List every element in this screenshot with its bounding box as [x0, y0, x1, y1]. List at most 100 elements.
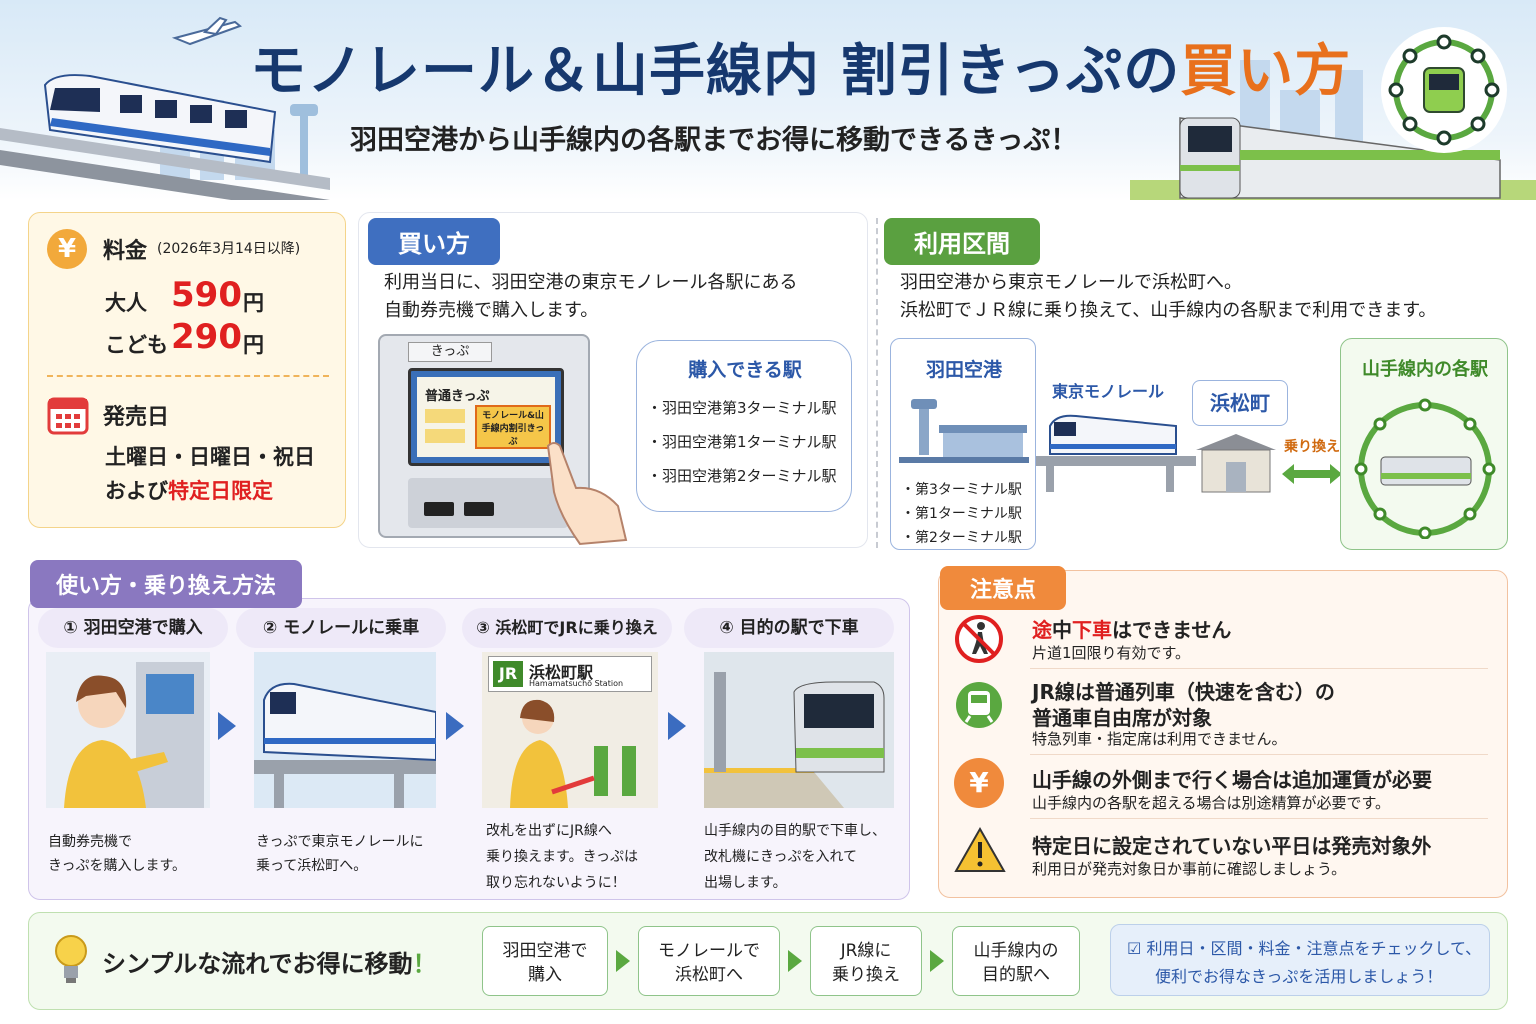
child-yen: 円	[243, 333, 264, 357]
child-price: 290	[171, 317, 242, 357]
adult-yen: 円	[243, 291, 264, 315]
screen-title: 普通きっぷ	[425, 389, 490, 404]
train-icon	[956, 682, 1002, 728]
yamanote-loop-icon	[1381, 27, 1507, 153]
area-tag: 利用区間	[884, 218, 1040, 265]
step-1-image	[46, 652, 210, 808]
hamamatsucho-label: 浜松町	[1192, 380, 1288, 426]
divider	[1030, 668, 1488, 669]
airplane-icon	[171, 16, 243, 46]
step-description: 山手線内の目的駅で下車し、改札機にきっぷを入れて出場します。	[704, 823, 886, 891]
adult-label: 大人	[105, 291, 147, 315]
step-description: 自動券売機できっぷを購入します。	[48, 834, 187, 874]
monorail-label: 東京モノレール	[1052, 382, 1165, 401]
step-arrow	[446, 712, 464, 740]
area-text-2: 浜松町でＪＲ線に乗り換えて、山手線内の各駅まで利用できます。	[900, 300, 1437, 321]
yamanote-loop-icon	[1354, 398, 1496, 539]
caution-title: 特定日に設定されていない平日は発売対象外	[1032, 834, 1432, 858]
page-subtitle: 羽田空港から山手線内の各駅までお得に移動できるきっぷ！	[350, 125, 1078, 156]
fare-label: 料金	[103, 239, 148, 264]
caution-title: 途中下車はできません	[1032, 618, 1232, 642]
caution-tag: 注意点	[940, 566, 1067, 610]
child-label: こども	[105, 333, 168, 357]
pointing-hand-icon	[546, 442, 628, 546]
caution-sub: 山手線内の各駅を超える場合は別途精算が必要です。	[1032, 794, 1391, 812]
step-arrow	[668, 712, 686, 740]
flow-step: JR線に乗り換え	[810, 926, 922, 996]
transfer-label: 乗り換え	[1284, 439, 1340, 455]
bill-slot[interactable]	[464, 502, 494, 516]
ticket-machine: きっぷ 普通きっぷ モノレール&山手線内割引きっぷ	[378, 334, 628, 546]
calendar-icon	[47, 397, 89, 435]
step-3-image: JR 浜松町駅 Hamamatsuchō Station	[482, 652, 658, 808]
caution-title-2: 普通車自由席が対象	[1032, 706, 1212, 730]
flow-step: モノレールで浜松町へ	[638, 926, 780, 996]
adult-price: 590	[171, 275, 242, 315]
station-item: ・羽田空港第2ターミナル駅	[647, 467, 837, 485]
flow-note: ☑ 利用日・区間・料金・注意点をチェックして、 便利でお得なきっぷを活用しましょ…	[1110, 924, 1490, 996]
step-description: 改札を出ずにJR線へ乗り換えます。きっぷは取り忘れないように！	[486, 823, 639, 891]
lightbulb-icon	[55, 935, 87, 983]
caution-sub: 利用日が発売対象日か事前に確認しましょう。	[1032, 860, 1347, 878]
sale-label: 発売日	[103, 405, 170, 430]
step-title: ③ 浜松町でJRに乗り換え	[462, 608, 672, 648]
flow-note-line-1: ☑ 利用日・区間・料金・注意点をチェックして、	[1127, 939, 1482, 958]
yen-icon: ¥	[47, 229, 87, 269]
sale-special: および特定日限定	[105, 479, 273, 503]
yen-icon: ¥	[954, 758, 1004, 808]
fare-card: ¥ 料金 (2026年3月14日以降) 大人 590 円 こども 290 円 発…	[28, 212, 346, 528]
caution-title: JR線は普通列車（快速を含む）の	[1032, 680, 1335, 704]
terminal-item: ・第2ターミナル駅	[901, 530, 1022, 546]
flow-arrow	[930, 950, 944, 972]
discount-ticket-button[interactable]: モノレール&山手線内割引きっぷ	[475, 405, 551, 449]
monorail-train-icon	[1036, 414, 1196, 492]
check-icon: ☑	[1127, 939, 1142, 958]
airport-icon	[899, 399, 1029, 463]
haneda-label: 羽田空港	[925, 359, 1002, 381]
machine-screen: 普通きっぷ モノレール&山手線内割引きっぷ	[408, 368, 564, 466]
terminal-item: ・第3ターミナル駅	[901, 482, 1022, 498]
area-text-1: 羽田空港から東京モノレールで浜松町へ。	[900, 272, 1242, 293]
sale-days: 土曜日・日曜日・祝日	[105, 445, 315, 469]
station-building-icon	[1196, 434, 1276, 493]
step-description: きっぷで東京モノレールに乗って浜松町へ。	[256, 834, 424, 874]
double-arrow-icon	[1282, 464, 1342, 484]
station-item: ・羽田空港第1ターミナル駅	[647, 433, 837, 451]
terminal-item: ・第1ターミナル駅	[901, 506, 1022, 522]
step-title: ④ 目的の駅で下車	[684, 608, 894, 648]
caution-card	[938, 570, 1508, 898]
warning-icon	[954, 826, 1006, 872]
no-walking-icon	[955, 615, 1003, 663]
flow-arrow	[616, 950, 630, 972]
fare-date-note: (2026年3月14日以降)	[157, 241, 301, 257]
flow-note-line-2: 便利でお得なきっぷを活用しましょう！	[1155, 967, 1443, 986]
usage-tag: 使い方・乗り換え方法	[30, 560, 303, 608]
divider	[47, 375, 329, 377]
yamanote-train-icon	[1179, 117, 1501, 199]
divider	[1030, 754, 1488, 755]
step-arrow	[218, 712, 236, 740]
caution-sub: 片道1回限り有効です。	[1032, 644, 1191, 662]
flow-step: 山手線内の目的駅へ	[952, 926, 1080, 996]
howto-text-2: 自動券売機で購入します。	[384, 300, 599, 321]
caution-title: 山手線の外側まで行く場合は追加運賃が必要	[1032, 768, 1432, 792]
page-title: モノレール＆山手線内 割引きっぷの買い方	[250, 39, 1352, 104]
step-title: ① 羽田空港で購入	[38, 608, 228, 648]
yamanote-label: 山手線内の各駅	[1362, 359, 1488, 380]
flow-step: 羽田空港で購入	[482, 926, 608, 996]
station-sign: JR 浜松町駅 Hamamatsuchō Station	[488, 656, 652, 692]
monorail-train-icon	[43, 74, 277, 164]
yamanote-box: 山手線内の各駅	[1340, 338, 1508, 550]
step-title: ② モノレールに乗車	[236, 608, 446, 648]
divider	[1030, 818, 1488, 819]
step-4-image	[704, 652, 894, 808]
divider	[876, 218, 878, 548]
step-2-image	[254, 652, 436, 808]
header-banner: モノレール＆山手線内 割引きっぷの買い方 羽田空港から山手線内の各駅までお得に移…	[0, 0, 1536, 200]
machine-top-label: きっぷ	[408, 342, 492, 362]
header-illustration	[0, 16, 1536, 200]
haneda-box: 羽田空港 ・第3ターミナル駅 ・第1ターミナル駅 ・第2ターミナル駅	[890, 338, 1036, 550]
stations-bubble: 購入できる駅 ・羽田空港第3ターミナル駅 ・羽田空港第1ターミナル駅 ・羽田空港…	[636, 340, 852, 512]
flow-title: シンプルな流れでお得に移動！	[102, 950, 437, 978]
coin-slot[interactable]	[424, 502, 454, 516]
